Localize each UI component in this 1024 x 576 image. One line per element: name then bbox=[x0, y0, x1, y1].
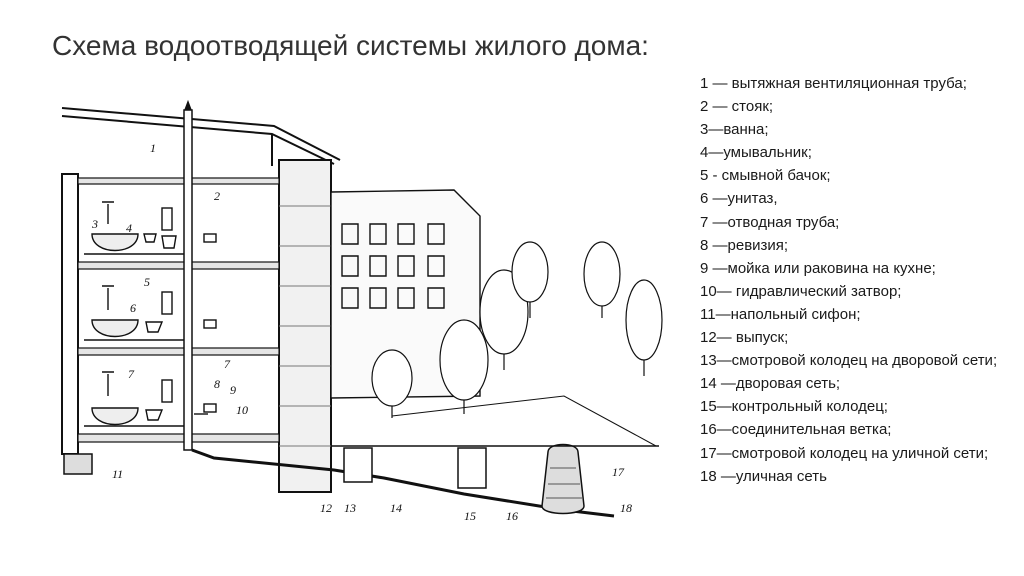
legend-item: 8 —ревизия; bbox=[700, 236, 789, 254]
legend-item: 12— выпуск; bbox=[700, 329, 789, 347]
legend-item: 2 — стояк; bbox=[700, 98, 774, 116]
legend-item: 14 —дворовая сеть; bbox=[700, 375, 841, 393]
legend-item: 9 —мойка или раковина на кухне; bbox=[700, 259, 936, 277]
floor-slabs bbox=[77, 177, 280, 443]
callout-11: 11 bbox=[112, 467, 123, 481]
legend-item: 5 - смывной бачок; bbox=[700, 167, 831, 185]
callout-9: 9 bbox=[230, 383, 236, 397]
legend-item: 13—смотровой колодец на дворовой сети; bbox=[700, 352, 998, 370]
fixtures bbox=[84, 201, 217, 427]
callout-7-left: 7 bbox=[128, 367, 135, 381]
legend-item: 7 —отводная труба; bbox=[700, 213, 840, 231]
house-roof bbox=[61, 107, 341, 166]
legend-item: 15—контрольный колодец; bbox=[700, 398, 888, 416]
callout-13: 13 bbox=[344, 501, 356, 515]
legend-item: 16—соединительная ветка; bbox=[700, 421, 892, 439]
callout-labels: 1 2 3 4 5 6 7 7 8 9 10 11 12 13 14 15 16… bbox=[91, 141, 632, 523]
legend-item: 4—умывальник; bbox=[700, 144, 812, 162]
callout-17: 17 bbox=[612, 465, 625, 479]
callout-3: 3 bbox=[91, 217, 98, 231]
legend-item: 3—ванна; bbox=[700, 121, 769, 139]
legend-item: 1 — вытяжная вентиляционная труба; bbox=[700, 75, 967, 92]
riser-pipe bbox=[183, 99, 193, 451]
inspection-wells bbox=[343, 443, 585, 515]
callout-5: 5 bbox=[144, 275, 150, 289]
legend-item: 11—напольный сифон; bbox=[700, 305, 861, 323]
legend-item: 10— гидравлический затвор; bbox=[700, 282, 902, 300]
callout-15: 15 bbox=[464, 509, 476, 523]
callout-14: 14 bbox=[390, 501, 402, 515]
legend-list: 1 — вытяжная вентиляционная труба; 2 — с… bbox=[700, 72, 1018, 488]
callout-1: 1 bbox=[150, 141, 156, 155]
legend-item: 18 —уличная сеть bbox=[700, 467, 827, 485]
drainage-system-drawing: 1 2 3 4 5 6 7 7 8 9 10 11 12 13 14 15 16… bbox=[61, 99, 663, 523]
callout-8: 8 bbox=[214, 377, 220, 391]
callout-4: 4 bbox=[126, 221, 132, 235]
callout-16: 16 bbox=[506, 509, 518, 523]
callout-6: 6 bbox=[130, 301, 136, 315]
callout-10: 10 bbox=[236, 403, 248, 417]
callout-7-right: 7 bbox=[224, 357, 231, 371]
callout-2: 2 bbox=[214, 189, 220, 203]
slide-title: Схема водоотводящей системы жилого дома: bbox=[52, 30, 649, 61]
legend-item: 17—смотровой колодец на уличной сети; bbox=[700, 444, 989, 462]
trees bbox=[371, 241, 663, 447]
house-walls bbox=[61, 159, 332, 493]
callout-12: 12 bbox=[320, 501, 332, 515]
callout-18: 18 bbox=[620, 501, 632, 515]
legend-item: 6 —унитаз, bbox=[700, 190, 778, 208]
